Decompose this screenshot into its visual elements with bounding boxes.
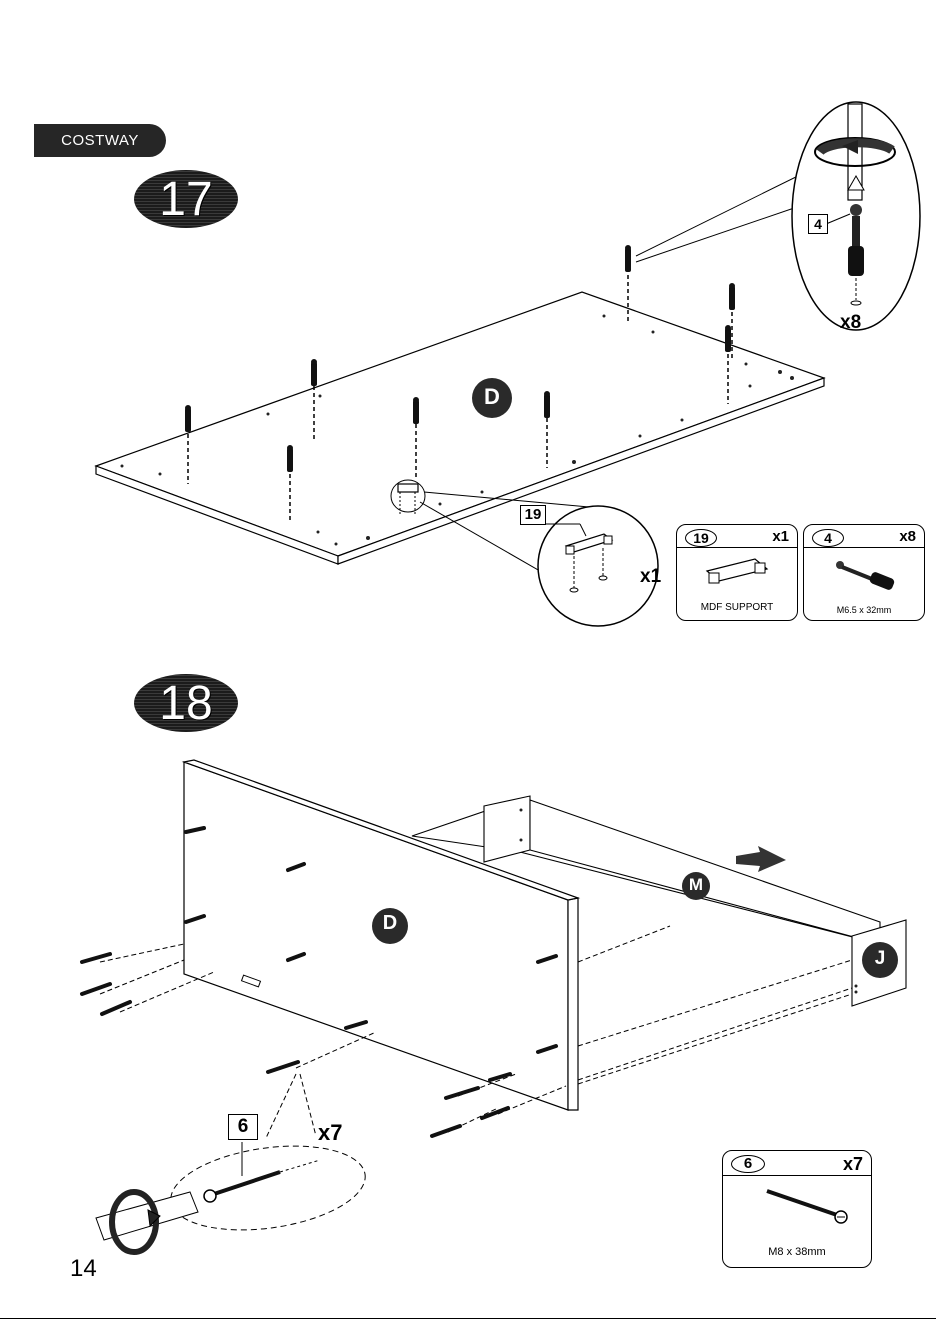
callout-cam-qty: x8 xyxy=(840,312,861,334)
part-number: 4 xyxy=(812,529,844,547)
screwdriver xyxy=(96,1192,198,1252)
screw-zoom-callout xyxy=(165,1074,370,1241)
part-name: M6.5 x 32mm xyxy=(804,605,924,615)
step-18-badge: 18 xyxy=(134,674,238,732)
callout-support-label: 19 xyxy=(520,505,546,525)
mdf-support-icon xyxy=(703,555,773,595)
part-number: 6 xyxy=(731,1155,765,1173)
direction-arrow xyxy=(736,846,786,872)
panel-d-label: D xyxy=(381,912,399,935)
part-number: 19 xyxy=(685,529,717,547)
panel-d-label: D xyxy=(483,384,501,410)
cam-bolt-icon xyxy=(830,555,902,597)
part-qty: x1 xyxy=(772,528,789,545)
page-number: 14 xyxy=(70,1255,97,1283)
part-qty: x8 xyxy=(899,528,916,545)
screw-label: 6 xyxy=(228,1114,258,1140)
part-box-19: 19 x1 MDF SUPPORT xyxy=(676,524,798,621)
part-box-6: 6 x7 M8 x 38mm xyxy=(722,1150,872,1268)
panel-j-label: J xyxy=(871,948,889,970)
part-name: M8 x 38mm xyxy=(723,1246,871,1258)
screw-icon xyxy=(763,1187,853,1227)
part-qty: x7 xyxy=(843,1154,863,1175)
screw-qty: x7 xyxy=(318,1120,342,1146)
bottom-rule xyxy=(0,1318,936,1319)
part-name: MDF SUPPORT xyxy=(677,602,797,613)
callout-support-qty: x1 xyxy=(640,566,661,588)
panel-m-label: M xyxy=(687,875,705,895)
part-box-4: 4 x8 M6.5 x 32mm xyxy=(803,524,925,621)
callout-cam-label: 4 xyxy=(808,214,828,234)
